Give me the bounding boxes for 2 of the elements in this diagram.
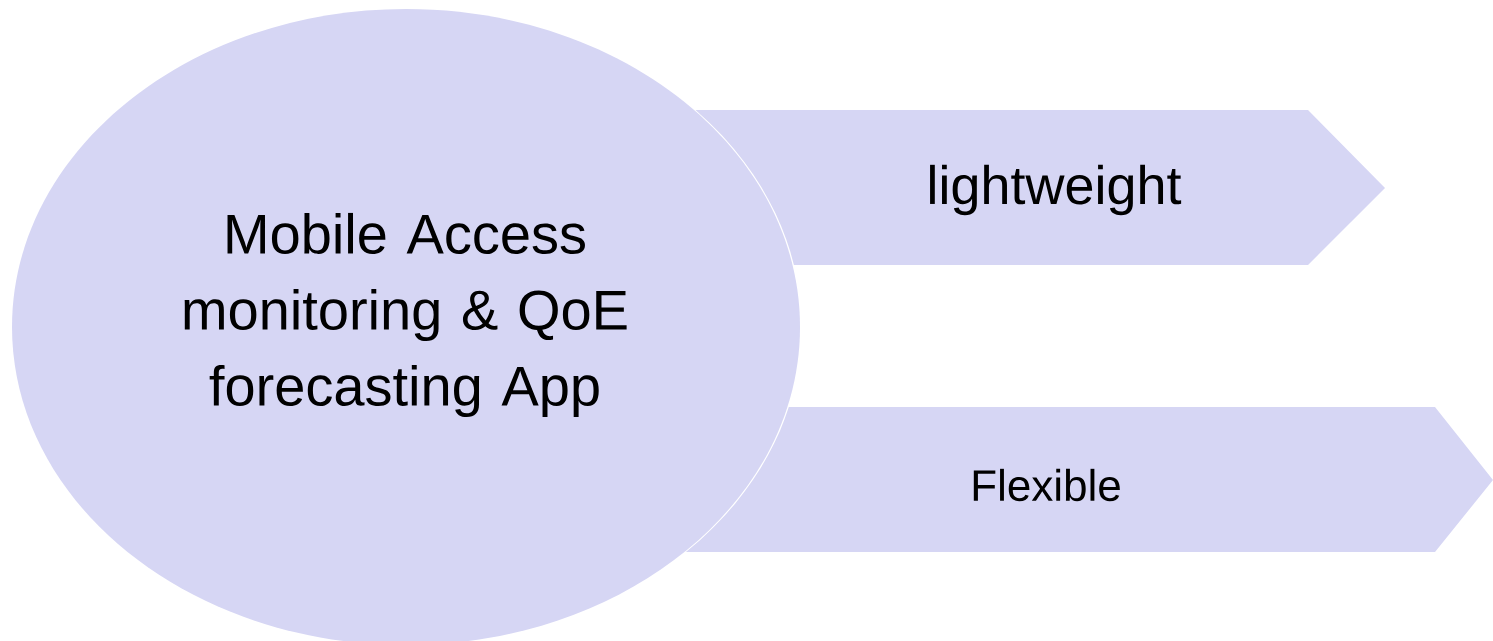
node-label: Flexible bbox=[973, 468, 1120, 502]
node-label: lightweight bbox=[930, 164, 1182, 216]
